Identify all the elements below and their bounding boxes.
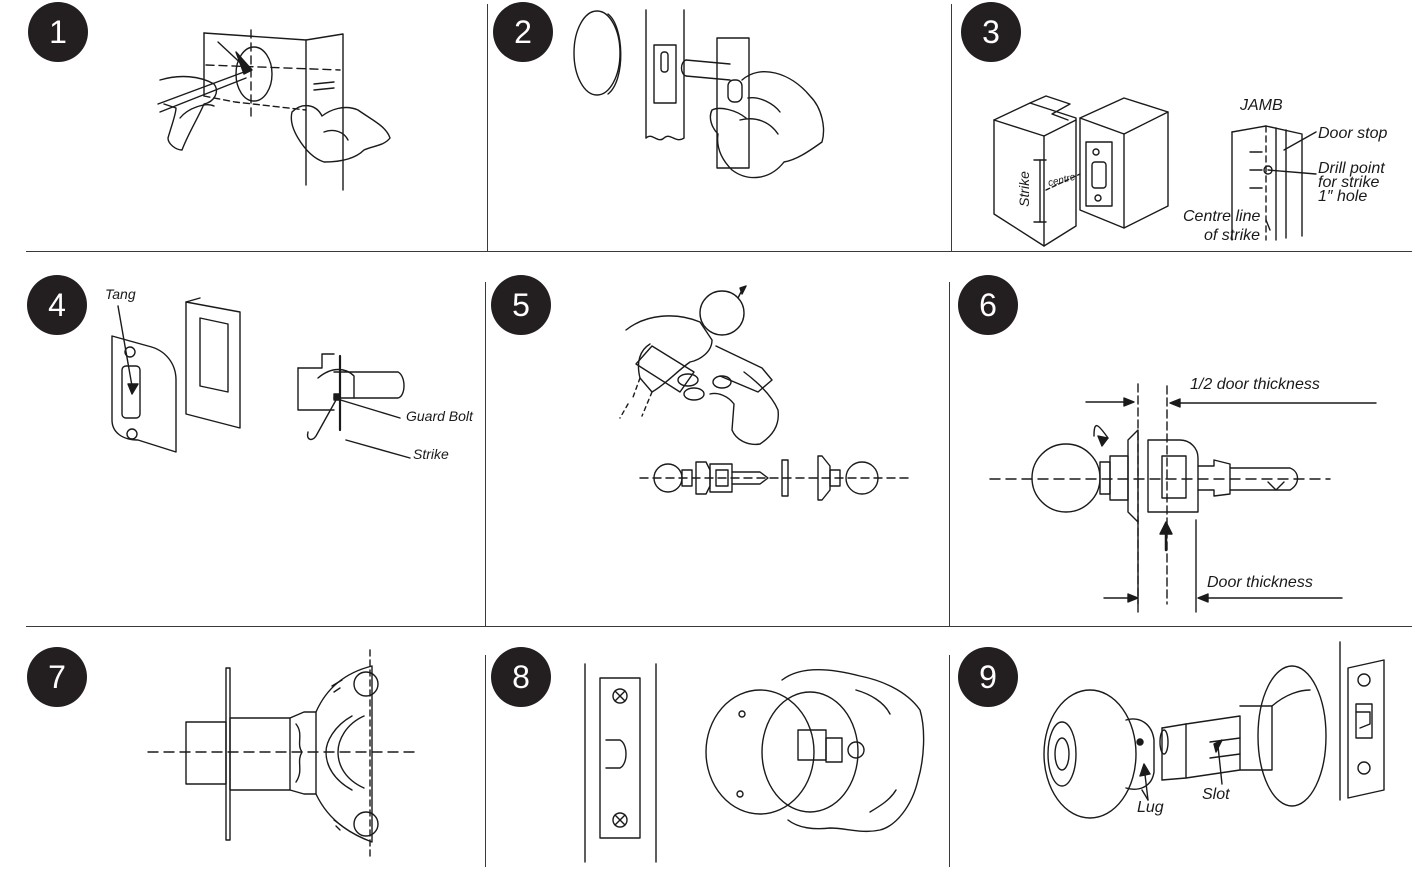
column-divider-b2 [949,282,950,626]
drill-point-label-line3: 1″ hole [1318,188,1368,205]
step-3-illustration [994,96,1316,246]
step-2-illustration [574,10,824,178]
step-8-illustration [585,664,924,862]
guard-bolt-label: Guard Bolt [406,408,473,424]
row-divider-1 [26,251,1412,252]
column-divider-b3 [949,655,950,867]
row-divider-2 [26,626,1412,627]
lug-label: Lug [1137,799,1164,816]
column-divider-a1 [487,4,488,251]
step-9-illustration [1044,642,1384,818]
strike-vertical-label: Strike [1015,171,1032,207]
jamb-label: JAMB [1240,97,1283,114]
column-divider-a2 [485,282,486,626]
slot-label: Slot [1202,786,1230,803]
centre-line-label-line2: of strike [1204,227,1261,244]
strike-label: Strike [413,446,449,462]
step-7-illustration [148,650,418,858]
half-door-thickness-label: 1/2 door thickness [1190,376,1320,393]
step-6-badge: 6 [958,275,1018,335]
step-3-badge: 3 [961,2,1021,62]
step-2-badge: 2 [493,2,553,62]
step-5-badge: 5 [491,275,551,335]
step-5-illustration [620,286,912,500]
door-thickness-label: Door thickness [1207,574,1313,591]
centre-line-label-line1: Centre line [1183,208,1261,225]
tang-label: Tang [105,286,136,302]
step-8-badge: 8 [491,647,551,707]
drill-point-label-line1: Drill point [1318,160,1385,177]
step-4-illustration [112,298,410,458]
drill-point-label-line2: for strike [1318,174,1380,191]
column-divider-b1 [951,4,952,251]
door-stop-label: Door stop [1318,125,1388,142]
step-4-badge: 4 [27,275,87,335]
step-1-illustration [158,30,390,190]
step-9-badge: 9 [958,647,1018,707]
step-7-badge: 7 [27,647,87,707]
column-divider-a3 [485,655,486,867]
step-1-badge: 1 [28,2,88,62]
step-6-illustration [990,384,1376,612]
